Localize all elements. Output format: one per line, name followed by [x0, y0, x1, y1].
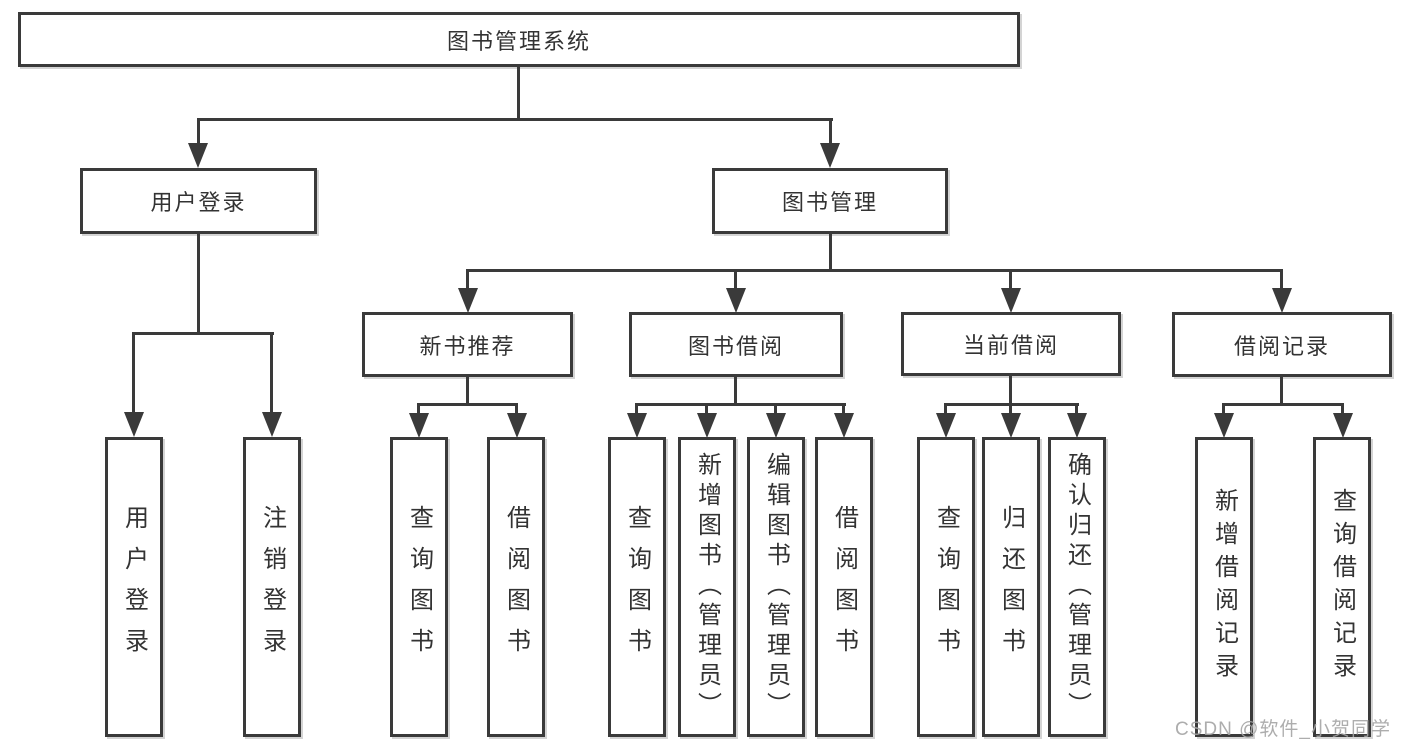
arrowhead-down-icon — [834, 413, 854, 438]
connector-line — [197, 118, 200, 145]
node-root-label: 图书管理系统 — [446, 28, 591, 54]
connector-line — [1341, 403, 1344, 415]
connector-line — [829, 234, 832, 272]
connector-line — [734, 376, 737, 405]
leaf-logout: 注销登录 — [243, 437, 301, 737]
node-current-borrowing: 当前借阅 — [901, 312, 1121, 376]
leaf-borrow-books-newbook: 借阅图书 — [487, 437, 545, 737]
connector-line — [1009, 269, 1012, 290]
leaf-user-login: 用户登录 — [105, 437, 163, 737]
leaf-query-borrow-record-label: 查询借阅记录 — [1328, 488, 1356, 686]
leaf-confirm-return-admin: 确认归还（管理员） — [1048, 437, 1106, 737]
leaf-confirm-return-admin-label: 确认归还（管理员） — [1063, 452, 1091, 722]
leaf-query-books-newbook: 查询图书 — [390, 437, 448, 737]
arrowhead-down-icon — [766, 413, 786, 438]
connector-line — [1075, 403, 1078, 415]
leaf-borrow-books-borrowing: 借阅图书 — [815, 437, 873, 737]
leaf-add-borrow-record: 新增借阅记录 — [1195, 437, 1253, 737]
arrowhead-down-icon — [409, 413, 429, 438]
leaf-add-books-admin: 新增图书（管理员） — [678, 437, 736, 737]
arrowhead-down-icon — [1001, 288, 1021, 313]
leaf-return-books-label: 归还图书 — [997, 505, 1025, 669]
connector-line — [197, 234, 200, 334]
node-current-borrowing-label: 当前借阅 — [962, 333, 1059, 358]
connector-line — [466, 376, 469, 405]
connector-line — [466, 269, 469, 290]
node-user-login: 用户登录 — [80, 168, 317, 234]
node-root: 图书管理系统 — [18, 12, 1020, 67]
connector-line — [734, 269, 737, 290]
node-new-book-recommend-label: 新书推荐 — [419, 333, 516, 359]
leaf-edit-books-admin-label: 编辑图书（管理员） — [762, 452, 790, 722]
node-borrow-records-label: 借阅记录 — [1233, 333, 1330, 359]
connector-line — [1280, 269, 1283, 290]
arrowhead-down-icon — [458, 288, 478, 313]
csdn-watermark: CSDN @软件_小贺同学 — [1175, 719, 1391, 740]
connector-line — [417, 403, 420, 415]
arrowhead-down-icon — [1333, 413, 1353, 438]
connector-line — [270, 332, 273, 412]
leaf-query-borrow-record: 查询借阅记录 — [1313, 437, 1371, 737]
connector-line — [466, 269, 1283, 272]
leaf-borrow-books-borrowing-label: 借阅图书 — [830, 505, 858, 669]
leaf-return-books: 归还图书 — [982, 437, 1040, 737]
leaf-add-borrow-record-label: 新增借阅记录 — [1210, 488, 1238, 686]
connector-line — [132, 332, 135, 412]
connector-line — [197, 118, 833, 121]
node-borrow-records: 借阅记录 — [1172, 312, 1392, 377]
connector-line — [944, 403, 947, 415]
connector-line — [1009, 403, 1012, 415]
connector-line — [517, 67, 520, 120]
connector-line — [842, 403, 845, 415]
arrowhead-down-icon — [820, 143, 840, 168]
connector-line — [1222, 403, 1344, 406]
leaf-user-login-label: 用户登录 — [120, 505, 148, 669]
leaf-query-books-current-label: 查询图书 — [932, 505, 960, 669]
connector-line — [417, 403, 518, 406]
node-book-management: 图书管理 — [712, 168, 948, 234]
connector-line — [635, 403, 638, 415]
arrowhead-down-icon — [262, 412, 282, 437]
arrowhead-down-icon — [627, 413, 647, 438]
node-new-book-recommend: 新书推荐 — [362, 312, 573, 377]
connector-line — [1280, 376, 1283, 405]
arrowhead-down-icon — [697, 413, 717, 438]
arrowhead-down-icon — [1214, 413, 1234, 438]
connector-line — [1009, 376, 1012, 405]
arrowhead-down-icon — [936, 413, 956, 438]
connector-line — [1222, 403, 1225, 415]
arrowhead-down-icon — [1001, 413, 1021, 438]
leaf-query-books-borrowing: 查询图书 — [608, 437, 666, 737]
leaf-borrow-books-newbook-label: 借阅图书 — [502, 505, 530, 669]
arrowhead-down-icon — [124, 412, 144, 437]
leaf-logout-label: 注销登录 — [258, 505, 286, 669]
connector-line — [635, 403, 846, 406]
leaf-query-books-borrowing-label: 查询图书 — [623, 505, 651, 669]
arrowhead-down-icon — [1272, 288, 1292, 313]
arrowhead-down-icon — [1067, 413, 1087, 438]
node-book-management-label: 图书管理 — [781, 190, 878, 215]
leaf-add-books-admin-label: 新增图书（管理员） — [693, 452, 721, 722]
connector-line — [705, 403, 708, 415]
connector-line — [515, 403, 518, 415]
arrowhead-down-icon — [726, 288, 746, 313]
connector-line — [132, 332, 274, 335]
node-book-borrowing-label: 图书借阅 — [687, 333, 784, 359]
arrowhead-down-icon — [507, 413, 527, 438]
leaf-query-books-newbook-label: 查询图书 — [405, 505, 433, 669]
node-book-borrowing: 图书借阅 — [629, 312, 843, 377]
node-user-login-label: 用户登录 — [150, 190, 247, 215]
connector-line — [829, 118, 832, 145]
leaf-query-books-current: 查询图书 — [917, 437, 975, 737]
arrowhead-down-icon — [188, 143, 208, 168]
connector-line — [774, 403, 777, 415]
leaf-edit-books-admin: 编辑图书（管理员） — [747, 437, 805, 737]
